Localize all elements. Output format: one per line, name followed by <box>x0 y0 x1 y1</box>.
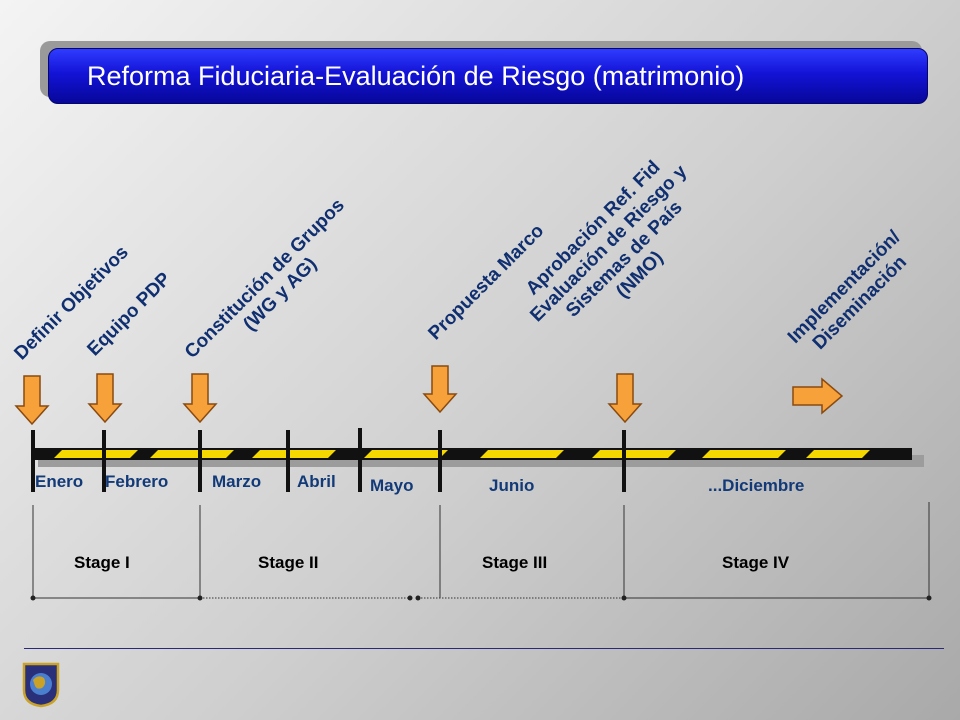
arrow-right-icon <box>792 377 844 415</box>
month-label-marzo: Marzo <box>212 472 262 491</box>
arrow-down-icon <box>87 373 123 424</box>
stage-label-4: Stage IV <box>722 553 790 572</box>
timeline-bar <box>32 448 912 460</box>
page-title: Reforma Fiduciaria-Evaluación de Riesgo … <box>87 61 745 91</box>
stage-label-3: Stage III <box>482 553 548 572</box>
footer-divider <box>24 648 944 649</box>
stage-bracket-dots <box>30 595 932 601</box>
month-label-enero: Enero <box>35 472 84 491</box>
timeline-ticks <box>31 428 626 492</box>
globe-shield-logo <box>22 662 60 708</box>
month-label-febrero: Febrero <box>105 472 169 491</box>
title-bar: Reforma Fiduciaria-Evaluación de Riesgo … <box>48 48 928 104</box>
month-label-diciembre: ...Diciembre <box>708 476 805 495</box>
stage-label-1: Stage I <box>74 553 130 572</box>
timeline-stripes <box>54 450 870 458</box>
stage-brackets <box>32 502 930 599</box>
month-label-junio: Junio <box>489 476 535 495</box>
arrow-down-icon <box>182 373 218 424</box>
arrow-down-icon <box>422 365 458 414</box>
month-label-abril: Abril <box>297 472 336 491</box>
arrow-down-icon <box>607 373 643 424</box>
stage-label-2: Stage II <box>258 553 319 572</box>
month-label-mayo: Mayo <box>370 476 414 495</box>
arrow-down-icon <box>14 375 50 426</box>
